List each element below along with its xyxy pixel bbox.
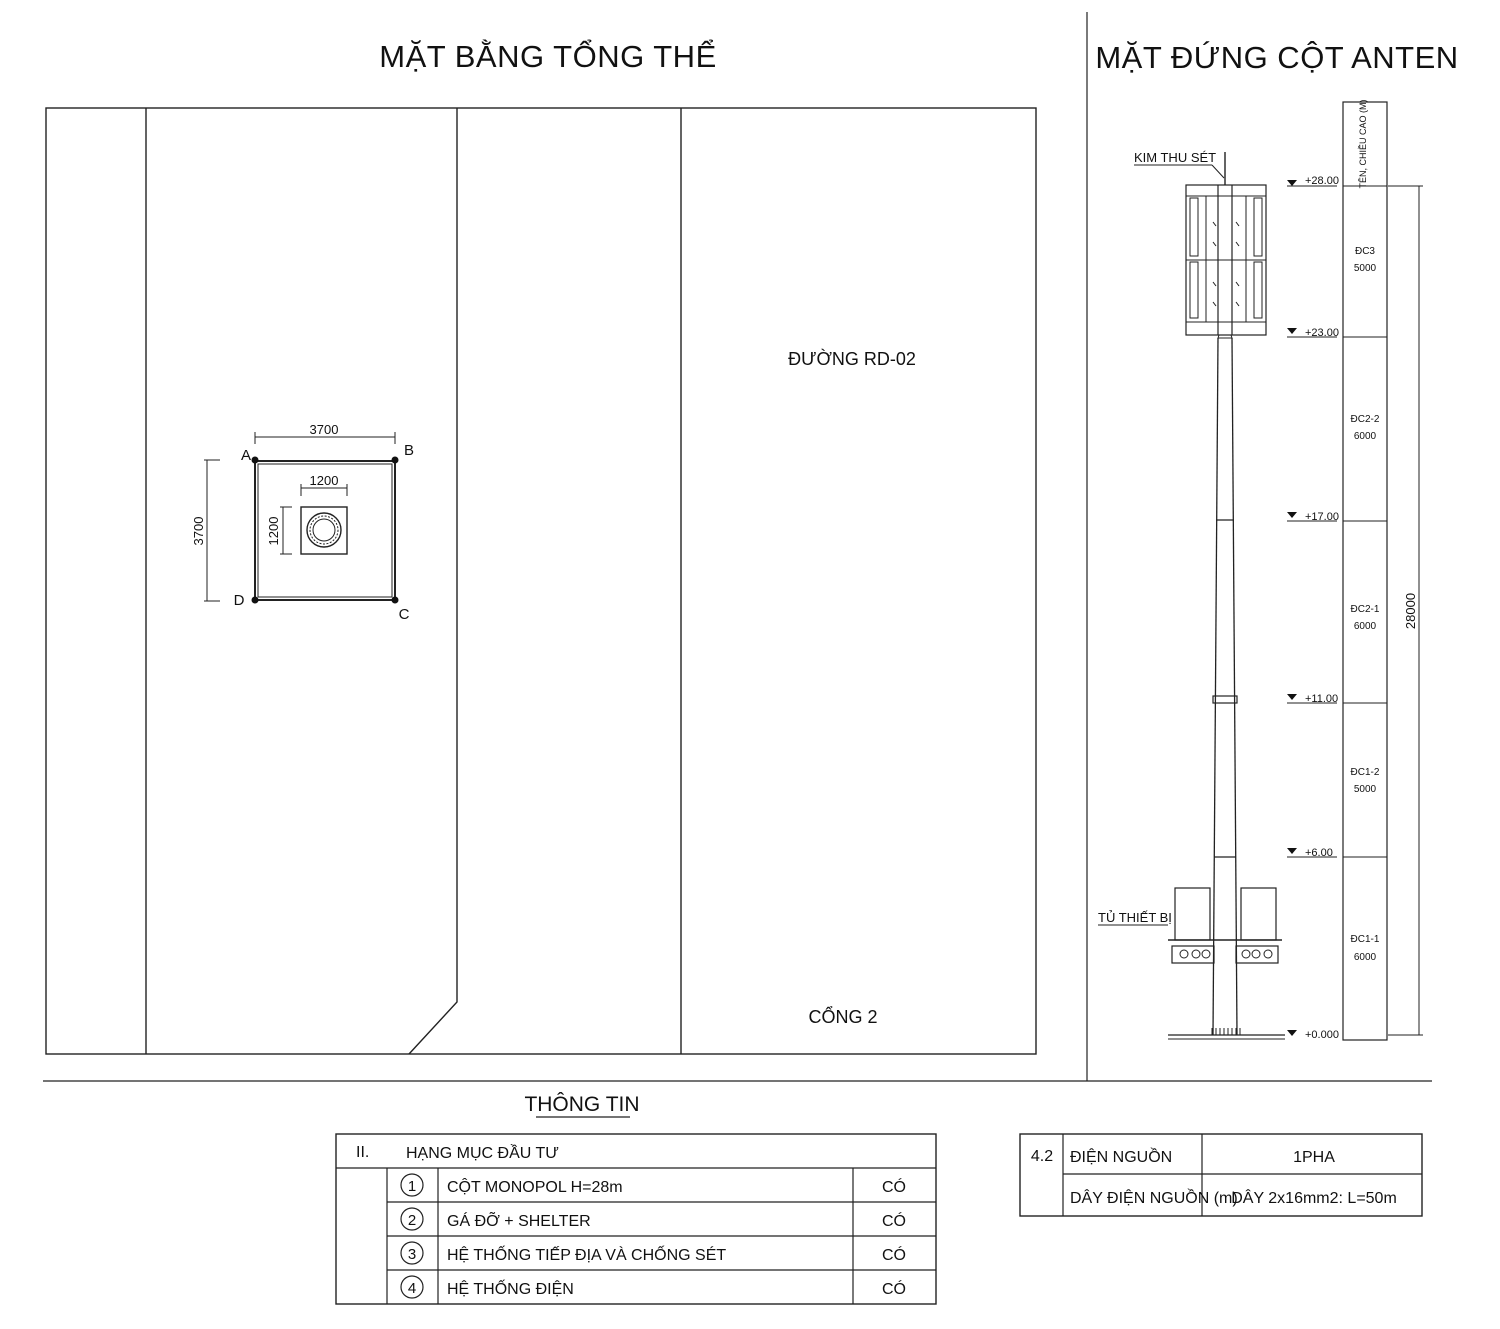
level-marker-23: +23.00 (1287, 327, 1339, 339)
item-name: GÁ ĐỠ + SHELTER (447, 1210, 591, 1230)
corner-label-a: A (241, 447, 251, 464)
gate-label: CỔNG 2 (808, 1006, 877, 1027)
segment-length: 6000 (1354, 621, 1377, 632)
level-label: +23.00 (1305, 327, 1339, 339)
item-number: 3 (408, 1246, 416, 1263)
segment-table (1342, 101, 1388, 1041)
table-row: 1 CỘT MONOPOL H=28m CÓ (400, 1173, 906, 1197)
pole-shaft-right (1231, 337, 1238, 1036)
level-label: +6.00 (1305, 847, 1333, 859)
cable-value: DÂY 2x16mm2: L=50m (1231, 1188, 1397, 1207)
corner-label-b: B (404, 442, 414, 459)
level-marker-0: +0.000 (1287, 1029, 1339, 1041)
road-label: ĐƯỜNG RD-02 (788, 348, 916, 369)
antenna-panel (1253, 197, 1263, 257)
segment-length: 6000 (1354, 431, 1377, 442)
cabinet-bracket-left (1171, 945, 1215, 964)
column-base-plate (300, 506, 348, 555)
segment-name: ĐC1-2 (1351, 767, 1380, 778)
power-number: 4.2 (1031, 1148, 1053, 1165)
corner-point-a (251, 456, 259, 464)
elevation-title: MẶT ĐỨNG CỘT ANTEN (1095, 40, 1458, 75)
column-bolt-circle (309, 515, 339, 545)
dim-inner-v: 1200 (266, 517, 281, 546)
corner-point-b (391, 456, 399, 464)
site-boundary (45, 107, 1037, 1055)
corner-point-d (251, 596, 259, 604)
equipment-cabinet-right (1240, 887, 1277, 941)
level-label: +28.00 (1305, 175, 1339, 187)
power-table: 4.2 ĐIỆN NGUỒN 1PHA DÂY ĐIỆN NGUỒN (m) D… (1019, 1133, 1423, 1217)
segment-name: ĐC2-1 (1351, 604, 1380, 615)
lot-line-2 (408, 108, 458, 1055)
segment-table-header: TÊN, CHIỀU CAO (M) (1358, 99, 1368, 188)
table-row: 2 GÁ ĐỠ + SHELTER CÓ (400, 1207, 906, 1231)
dim-outer-v: 3700 (191, 517, 206, 546)
antenna-panel (1253, 261, 1263, 319)
section-number: II. (356, 1144, 369, 1161)
info-heading: THÔNG TIN (524, 1093, 639, 1116)
dim-outer-h: 3700 (310, 422, 339, 437)
level-label: +11.00 (1305, 693, 1338, 705)
plan-title: MẶT BẰNG TỔNG THỂ (379, 38, 717, 74)
pole-flange (1212, 695, 1238, 704)
power-label: ĐIỆN NGUỒN (1070, 1147, 1172, 1166)
column-inner-circle (312, 518, 336, 542)
antenna-elevation: KIM THU SÉT T (1098, 99, 1423, 1041)
level-marker-17: +17.00 (1287, 511, 1339, 523)
item-number: 4 (408, 1280, 416, 1297)
item-number: 2 (408, 1212, 416, 1229)
level-marker-11: +11.00 (1287, 693, 1338, 705)
antenna-panel (1189, 261, 1199, 319)
item-number: 1 (408, 1178, 416, 1195)
level-label: +0.000 (1305, 1029, 1339, 1041)
section-title: HẠNG MỤC ĐẦU TƯ (406, 1143, 559, 1162)
equipment-cabinet-label: TỦ THIẾT BỊ (1098, 910, 1172, 925)
column-outer-circle (306, 512, 342, 548)
item-name: CỘT MONOPOL H=28m (447, 1177, 623, 1196)
segment-name: ĐC1-1 (1351, 934, 1380, 945)
antenna-core-panel (1205, 195, 1247, 323)
total-height: 28000 (1403, 593, 1418, 629)
cable-label: DÂY ĐIỆN NGUỒN (m) (1070, 1188, 1238, 1207)
segment-length: 5000 (1354, 263, 1377, 274)
foundation-inner-edge (257, 463, 393, 598)
lightning-rod-label: KIM THU SÉT (1134, 150, 1216, 165)
item-name: HỆ THỐNG TIẾP ĐỊA VÀ CHỐNG SÉT (447, 1244, 726, 1264)
table-row: 3 HỆ THỐNG TIẾP ĐỊA VÀ CHỐNG SÉT CÓ (400, 1241, 906, 1265)
equipment-cabinet-left (1174, 887, 1211, 941)
segment-name: ĐC3 (1355, 246, 1375, 257)
investment-table: II. HẠNG MỤC ĐẦU TƯ 1 CỘT MONOPOL H=28m … (335, 1133, 937, 1305)
segment-length: 5000 (1354, 784, 1377, 795)
item-name: HỆ THỐNG ĐIỆN (447, 1278, 574, 1298)
antenna-panel (1189, 197, 1199, 257)
corner-label-d: D (234, 592, 245, 609)
dim-inner-h: 1200 (310, 473, 339, 488)
segment-length: 6000 (1354, 952, 1377, 963)
level-label: +17.00 (1305, 511, 1339, 523)
item-value: CÓ (882, 1211, 906, 1230)
foundation-outline (254, 460, 396, 601)
corner-label-c: C (399, 606, 410, 623)
segment-name: ĐC2-2 (1351, 414, 1380, 425)
item-value: CÓ (882, 1245, 906, 1264)
site-plan: ĐƯỜNG RD-02 CỔNG 2 A B C D 3700 3700 120… (45, 107, 1037, 1055)
corner-point-c (391, 596, 399, 604)
pole-shaft-left (1212, 337, 1219, 1036)
cabinet-bracket-right (1235, 945, 1279, 964)
table-row: 4 HỆ THỐNG ĐIỆN CÓ (400, 1275, 906, 1299)
level-marker-28: +28.00 (1287, 175, 1339, 187)
item-value: CÓ (882, 1177, 906, 1196)
item-value: CÓ (882, 1279, 906, 1298)
level-marker-6: +6.00 (1287, 847, 1337, 859)
power-value: 1PHA (1293, 1149, 1335, 1166)
